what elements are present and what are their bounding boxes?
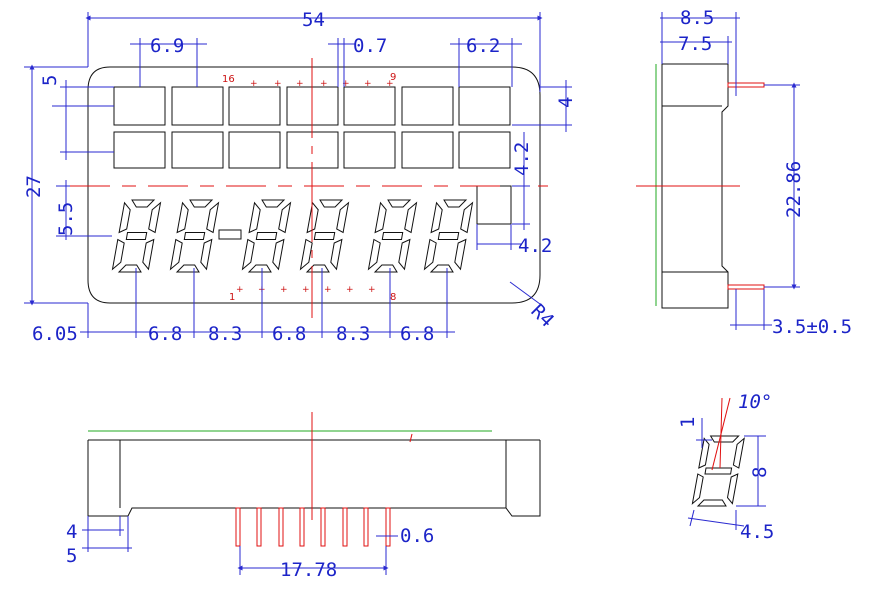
- dim-mid: 5.5: [55, 202, 77, 236]
- dim-square-width: 4.2: [518, 235, 552, 257]
- svg-text:+: +: [364, 79, 372, 89]
- digit-4: [299, 199, 350, 273]
- dim-pin-length: 3.5±0.5: [772, 316, 852, 338]
- dim-pin-width: 0.6: [400, 525, 434, 547]
- dim-radius: R4: [526, 300, 558, 332]
- side-body: [661, 63, 729, 309]
- svg-text:+: +: [274, 79, 282, 89]
- seven-segment-digits: [111, 199, 474, 273]
- dim-width: 54: [302, 9, 325, 31]
- square-indicator: [476, 185, 512, 225]
- dim-gap: 0.7: [353, 35, 387, 57]
- front-view: ++++ +++ ++++ +++ 16 9 1 8: [23, 9, 577, 345]
- dim-bottom-b: 5: [66, 545, 77, 567]
- dash-segment: [218, 229, 242, 240]
- pin-label-8: 8: [390, 292, 396, 303]
- dim-top-row: 5: [39, 75, 61, 86]
- dim-digit-width: 4.5: [740, 521, 774, 543]
- svg-text:+: +: [346, 285, 354, 295]
- bottom-view: 4 5 0.6 17.78: [66, 412, 541, 581]
- dim-digit-width: 6.9: [150, 35, 184, 57]
- display-body: [87, 66, 541, 304]
- dim-pitch-e: 6.8: [400, 323, 434, 345]
- svg-text:+: +: [302, 285, 310, 295]
- svg-text:+: +: [324, 285, 332, 295]
- digit-2: [169, 199, 220, 273]
- digit-detail: 10° 1 8 4.5: [677, 391, 774, 543]
- dim-left-offset: 6.05: [32, 323, 78, 345]
- svg-text:+: +: [368, 285, 376, 295]
- svg-text:+: +: [342, 79, 350, 89]
- dim-pitch-d: 8.3: [336, 323, 370, 345]
- pin-marks: ++++ +++ ++++ +++: [236, 79, 394, 295]
- digit-3: [241, 199, 292, 273]
- detail-digit: [691, 435, 745, 507]
- svg-text:+: +: [236, 285, 244, 295]
- detail-digit-outline: [691, 435, 745, 507]
- svg-text:+: +: [280, 285, 288, 295]
- digit-1: [111, 199, 162, 273]
- dim-pin-span: 22.86: [783, 161, 805, 218]
- bottom-pins: [235, 507, 391, 547]
- dim-bottom-pin-span: 17.78: [280, 559, 337, 581]
- side-pin-top: [727, 82, 765, 88]
- dim-angle: 10°: [738, 391, 772, 413]
- side-view: 8.5 7.5 22.86 3.5±0.5: [636, 7, 852, 338]
- dim-digit-height: 8: [749, 467, 771, 478]
- svg-text:+: +: [250, 79, 258, 89]
- front-dimension-lines: [24, 12, 572, 338]
- side-pin-bottom: [727, 284, 765, 290]
- svg-text:+: +: [296, 79, 304, 89]
- digit-6: [423, 199, 474, 273]
- pin-label-16: 16: [222, 74, 235, 85]
- dim-pitch-c: 6.8: [272, 323, 306, 345]
- dim-side-inner: 7.5: [678, 33, 712, 55]
- dim-seg: 1: [677, 417, 699, 428]
- pin-label-1: 1: [229, 292, 235, 303]
- dim-side-outer: 8.5: [680, 7, 714, 29]
- dim-height: 27: [23, 175, 45, 198]
- dim-bottom-a: 4: [66, 521, 77, 543]
- dim-pitch-a: 6.8: [148, 323, 182, 345]
- svg-text:+: +: [320, 79, 328, 89]
- second-row-segments: [113, 131, 511, 169]
- digit-5: [367, 199, 418, 273]
- dim-row-height: 4: [555, 97, 577, 108]
- dim-pitch-b: 8.3: [208, 323, 242, 345]
- bottom-body: [87, 440, 541, 517]
- dim-square: 4.2: [511, 142, 533, 176]
- pin-label-9: 9: [390, 72, 396, 83]
- dim-right-digit: 6.2: [466, 35, 500, 57]
- svg-text:+: +: [386, 79, 394, 89]
